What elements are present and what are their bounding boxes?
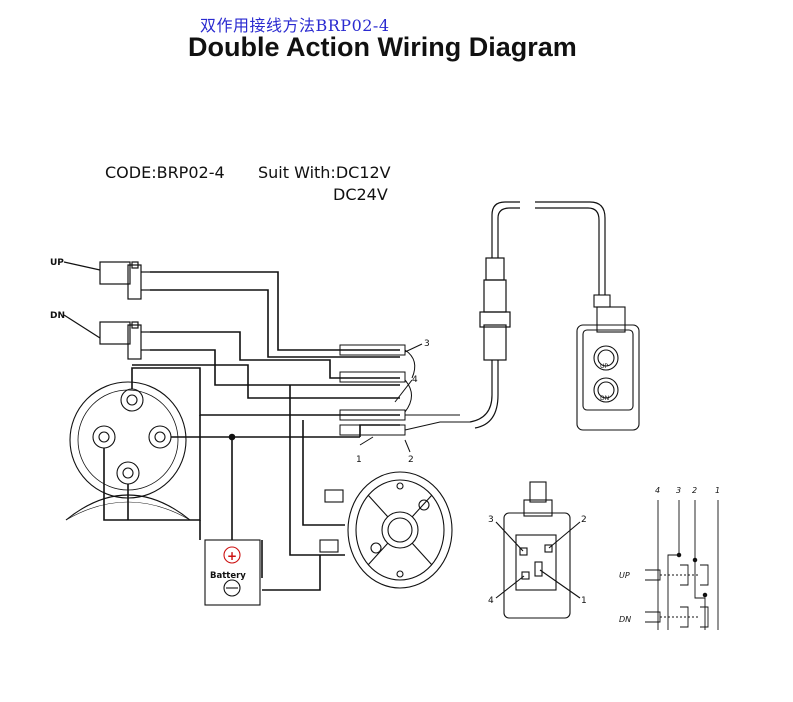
pendant-dn-button: DN — [600, 395, 609, 402]
harness-label-4: 4 — [412, 375, 418, 385]
schematic-col-2: 2 — [692, 486, 697, 495]
switch-schematic — [645, 500, 719, 630]
suit-with-voltage-alt: DC24V — [333, 185, 388, 204]
main-wires — [103, 271, 400, 591]
switch-box — [495, 481, 581, 619]
switch-terminal-2: 2 — [581, 515, 587, 525]
dn-solenoid-label: DN — [50, 311, 65, 321]
up-solenoid-label: UP — [50, 258, 64, 268]
schematic-up-label: UP — [619, 571, 630, 580]
switch-terminal-1: 1 — [581, 596, 587, 606]
pendant-controller — [576, 294, 640, 431]
schematic-col-1: 1 — [715, 486, 720, 495]
harness-label-1: 1 — [356, 455, 362, 465]
wire-harness — [339, 343, 470, 453]
product-code: CODE:BRP02-4 — [105, 163, 225, 182]
pendant-cable — [469, 201, 606, 429]
pendant-up-button: UP — [600, 363, 608, 370]
up-solenoid-connector: UP — [50, 258, 150, 300]
switch-terminal-4: 4 — [488, 596, 494, 606]
harness-label-3: 3 — [424, 339, 430, 349]
battery-label: Battery — [210, 571, 246, 581]
schematic-col-4: 4 — [655, 486, 660, 495]
dn-solenoid-connector: DN — [50, 311, 150, 360]
schematic-col-3: 3 — [676, 486, 681, 495]
battery-plus-icon: + — [227, 549, 237, 563]
page-title: Double Action Wiring Diagram — [188, 32, 577, 62]
harness-label-2: 2 — [408, 455, 414, 465]
battery — [204, 539, 261, 606]
chinese-title: 双作用接线方法BRP02-4 — [200, 16, 390, 35]
motor-end-face — [319, 471, 453, 589]
switch-terminal-3: 3 — [488, 515, 494, 525]
schematic-dn-label: DN — [619, 615, 631, 624]
suit-with-voltage: Suit With:DC12V — [258, 163, 391, 182]
